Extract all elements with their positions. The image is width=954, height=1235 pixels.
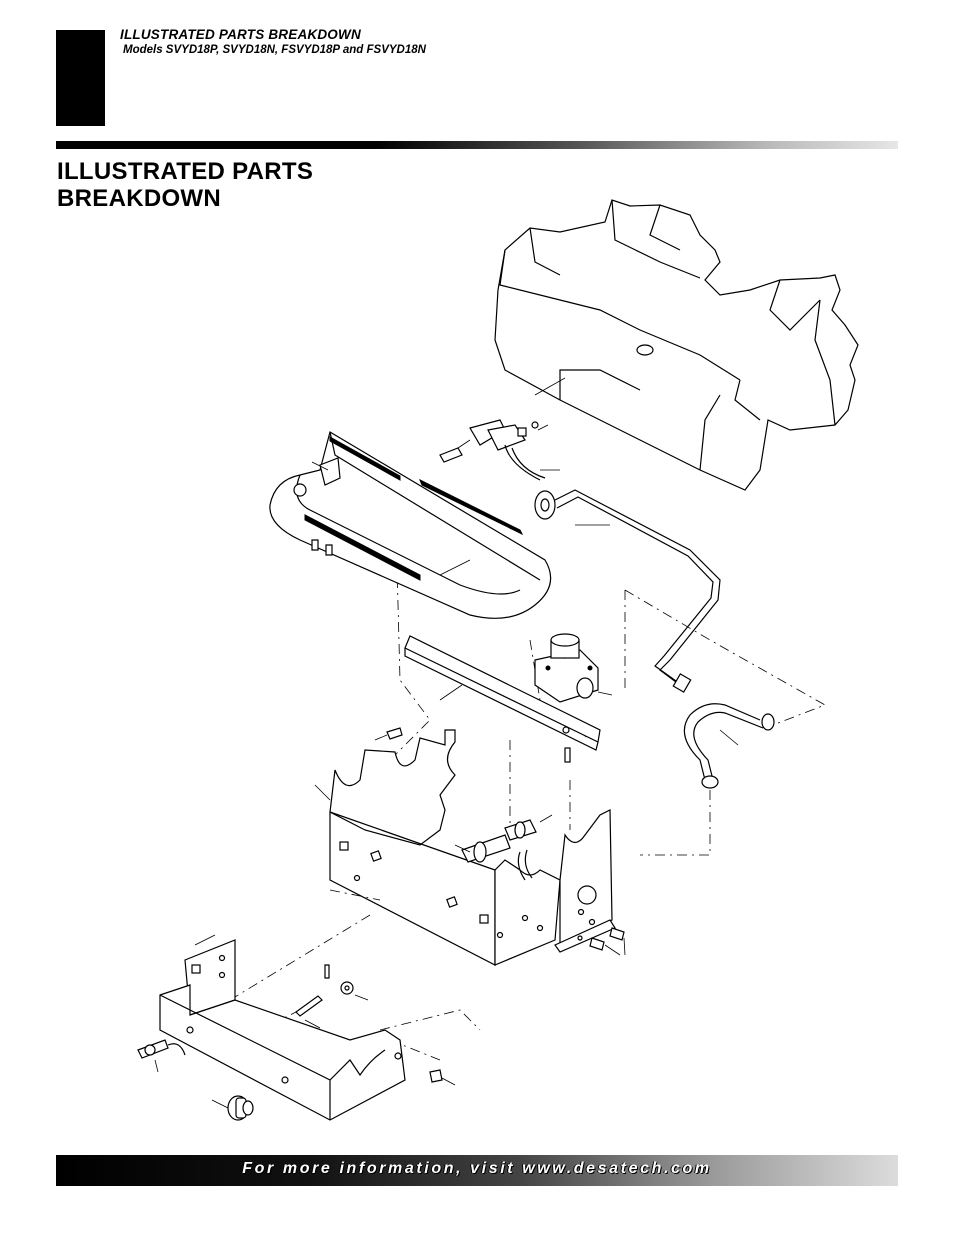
control-knob-icon [211,1095,254,1121]
fitting-tube-icon [683,703,775,789]
page-tab-marker [56,30,105,126]
log-set-icon [494,199,859,491]
footer-bar: For more information, visit www.desatech… [56,1155,898,1186]
control-panel-icon [159,934,406,1121]
header-title: ILLUSTRATED PARTS BREAKDOWN [120,27,361,42]
header-rule [56,141,898,149]
exploded-parts-diagram [137,199,859,1121]
section-title-line1: ILLUSTRATED PARTS [57,158,314,185]
pilot-assembly-icon [439,419,560,481]
piezo-ignitor-icon [137,964,330,1073]
regulator-icon [534,633,613,703]
footer-info-link[interactable]: For more information, visit www.desatech… [242,1160,712,1177]
burner-bracket-icon [404,635,601,763]
burner-base-icon [314,729,616,966]
screw-icon [340,727,626,1086]
gas-line-icon [534,489,721,693]
header-subtitle: Models SVYD18P, SVYD18N, FSVYD18P and FS… [123,44,426,56]
control-valve-icon [454,814,553,881]
section-title-line2: BREAKDOWN [57,185,222,212]
section-title: ILLUSTRATED PARTS BREAKDOWN [57,158,313,212]
burner-icon [269,431,552,619]
